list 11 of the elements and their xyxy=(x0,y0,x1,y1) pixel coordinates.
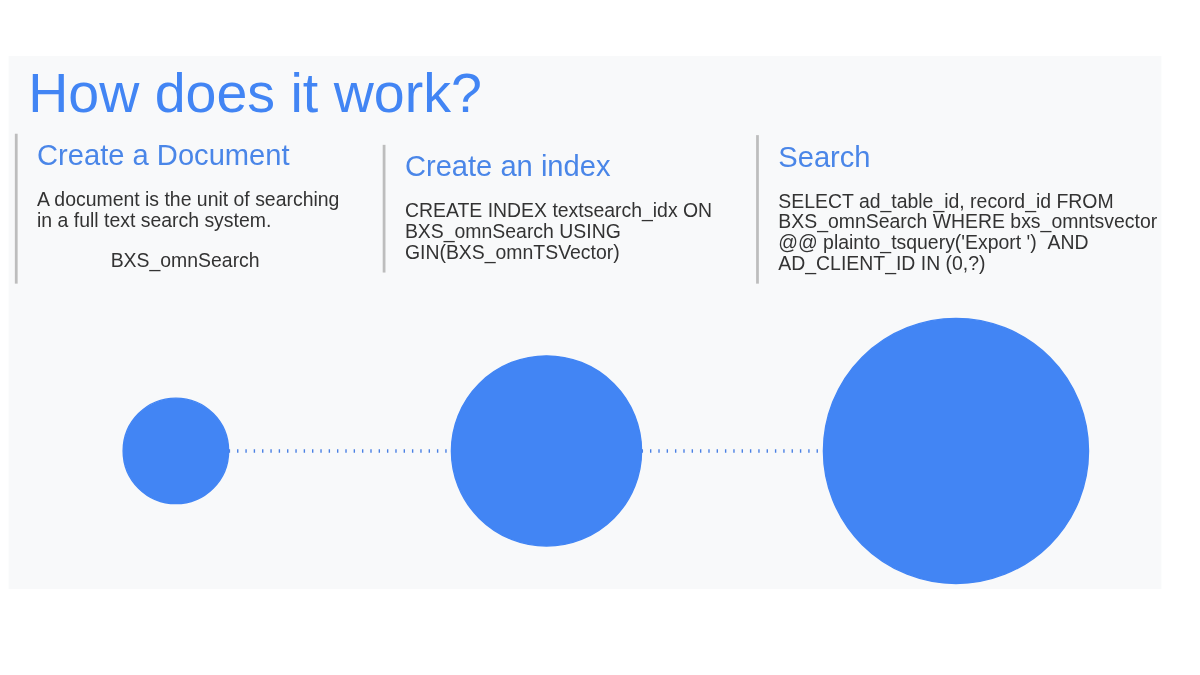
node-label: A document is the unit of searching in a full text search system. xyxy=(37,188,340,232)
node-label: CREATE INDEX textsearch_idx ON BXS_omnSearch USING GIN(BXS_omnTSVector) xyxy=(404,199,713,263)
node-label: SELECT ad_table_id, record_id FROM BXS_omnSearch WHERE bxs_omntsvector @@ plainto_tsquery('Export ') AND AD_CLIENT_ID IN (0,?) xyxy=(778,189,1158,275)
node-circle xyxy=(450,355,643,547)
node-circle xyxy=(122,397,230,505)
node-label: BXS_omnSearch xyxy=(110,249,260,272)
node-label: Search xyxy=(778,140,871,173)
diagram-title: How does it work? xyxy=(28,61,482,124)
node-label: Create an index xyxy=(404,150,611,183)
node-circle xyxy=(822,317,1090,585)
node-label: Create a Document xyxy=(37,139,290,172)
